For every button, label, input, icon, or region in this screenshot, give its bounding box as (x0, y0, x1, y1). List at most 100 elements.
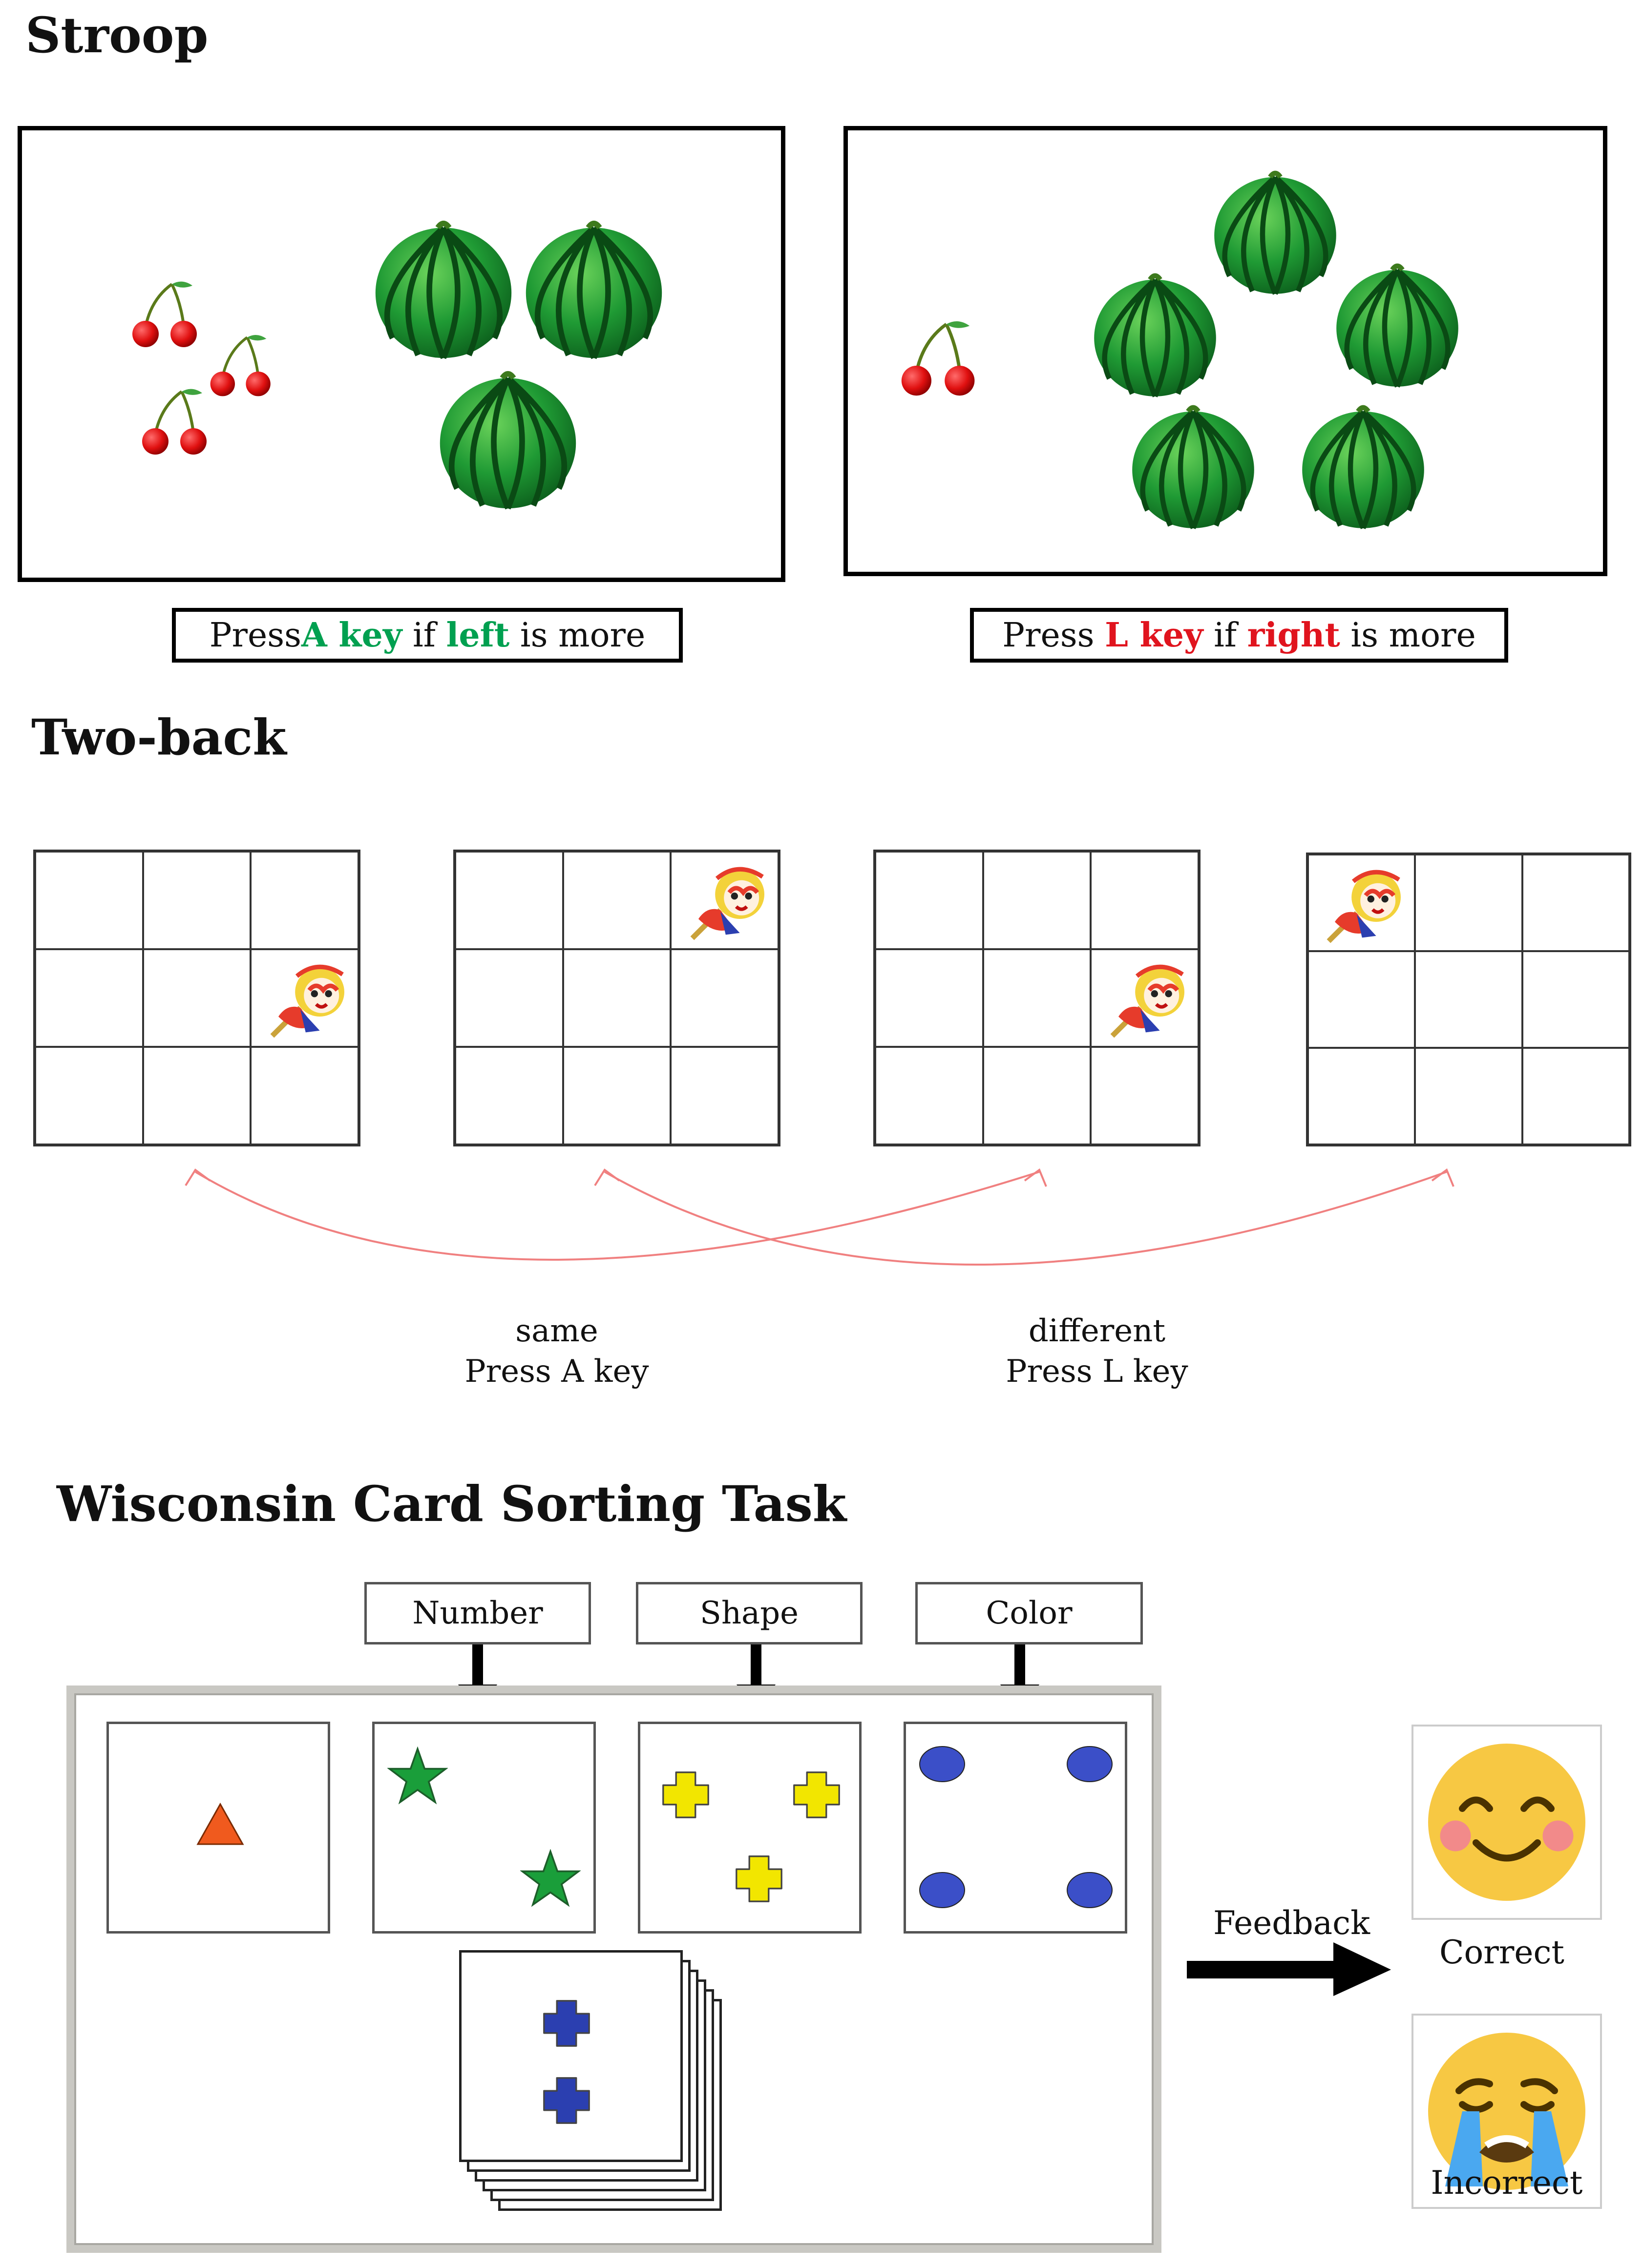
grid-cell (983, 1047, 1091, 1144)
crying-face-icon (1428, 2033, 1585, 2190)
star-icon (387, 1747, 448, 1805)
twoback-arrows (185, 1168, 1454, 1266)
circle-icon (1067, 1746, 1113, 1782)
grid-cell (671, 852, 779, 949)
grid-cell (983, 852, 1091, 949)
rule-label-shape: Shape (636, 1582, 863, 1644)
feedback-label: Feedback (1213, 1904, 1370, 1942)
cross-icon (535, 2074, 598, 2127)
grid-cell (563, 1047, 671, 1144)
watermelon-icon (1331, 262, 1463, 389)
circle-icon (919, 1746, 965, 1782)
cherry-icon (891, 316, 989, 399)
cherry-icon (208, 331, 276, 399)
grid-cell (563, 852, 671, 949)
grid-cell (251, 852, 358, 949)
grid-cell (1091, 949, 1199, 1047)
cross-icon (654, 1768, 717, 1822)
monkey-icon (1103, 955, 1196, 1043)
monkey-icon (263, 955, 356, 1043)
stroop-right-panel (843, 126, 1607, 576)
grid-cell (983, 949, 1091, 1047)
stroop-left-panel (18, 126, 785, 582)
arrow-different (594, 1168, 1454, 1266)
grid-cell (1522, 951, 1629, 1048)
watermelon-icon (1297, 404, 1429, 531)
watermelon-icon (1089, 272, 1221, 399)
twoback-grid-2 (453, 850, 780, 1146)
cherry-icon (129, 277, 203, 350)
cross-icon (727, 1852, 791, 1906)
twoback-grid-1 (33, 850, 360, 1146)
triangle-icon (196, 1802, 244, 1845)
watermelon-icon (1127, 404, 1259, 531)
twoback-grid-4 (1306, 853, 1631, 1146)
feedback-arrow-icon (1187, 1942, 1391, 1996)
watermelon-icon (1209, 169, 1341, 296)
rule-label-color: Color (915, 1582, 1143, 1644)
twoback-grid-3 (873, 850, 1201, 1146)
grid-cell (1091, 852, 1199, 949)
watermelon-icon (373, 219, 514, 361)
grid-cell (35, 852, 143, 949)
different-label: different Press L key (1006, 1313, 1188, 1390)
rule-label-number: Number (364, 1582, 591, 1644)
circle-icon (1067, 1872, 1113, 1908)
side-right-highlight: right (1247, 616, 1340, 655)
cross-icon (785, 1768, 848, 1822)
wcst-board (66, 1685, 1161, 2253)
circle-icon (919, 1872, 965, 1908)
grid-cell (1415, 951, 1522, 1048)
grid-cell (455, 852, 563, 949)
stroop-right-caption: Press L key if right is more (970, 608, 1508, 663)
grid-cell (1308, 1048, 1415, 1144)
grid-cell (143, 852, 251, 949)
monkey-icon (1319, 860, 1412, 948)
reference-card-1 (106, 1722, 330, 1934)
grid-cell (35, 1047, 143, 1144)
grid-cell (875, 852, 983, 949)
star-icon (520, 1849, 581, 1908)
grid-cell (1522, 1048, 1629, 1144)
grid-cell (1091, 1047, 1199, 1144)
grid-cell (563, 949, 671, 1047)
grid-cell (251, 949, 358, 1047)
incorrect-label: Incorrect (1431, 2164, 1583, 2202)
key-a-highlight: A key (301, 616, 402, 655)
twoback-title: Two-back (31, 708, 287, 766)
correct-label: Correct (1439, 1934, 1564, 1971)
incorrect-face (1411, 2014, 1602, 2209)
grid-cell (875, 949, 983, 1047)
deck-top-card (459, 1950, 683, 2162)
smiling-face-icon (1428, 1744, 1585, 1901)
grid-cell (1415, 854, 1522, 951)
cross-icon (535, 1997, 598, 2050)
grid-cell (1308, 951, 1415, 1048)
cherry-icon (139, 384, 212, 458)
stroop-left-caption: Press A key if left is more (172, 608, 683, 663)
grid-cell (455, 1047, 563, 1144)
watermelon-icon (523, 219, 665, 361)
wcst-title: Wisconsin Card Sorting Task (57, 1475, 847, 1533)
reference-card-2 (372, 1722, 596, 1934)
grid-cell (143, 949, 251, 1047)
watermelon-icon (437, 370, 579, 511)
reference-card-4 (904, 1722, 1127, 1934)
arrow-same (185, 1168, 1047, 1261)
grid-cell (1415, 1048, 1522, 1144)
grid-cell (455, 949, 563, 1047)
grid-cell (35, 949, 143, 1047)
grid-cell (875, 1047, 983, 1144)
reference-card-3 (638, 1722, 862, 1934)
monkey-icon (683, 857, 776, 945)
grid-cell (1522, 854, 1629, 951)
grid-cell (251, 1047, 358, 1144)
correct-face (1411, 1725, 1602, 1920)
grid-cell (671, 949, 779, 1047)
stroop-title: Stroop (25, 6, 209, 64)
grid-cell (1308, 854, 1415, 951)
side-left-highlight: left (446, 616, 510, 655)
key-l-highlight: L key (1105, 616, 1203, 655)
grid-cell (143, 1047, 251, 1144)
same-label: same Press A key (464, 1313, 649, 1390)
